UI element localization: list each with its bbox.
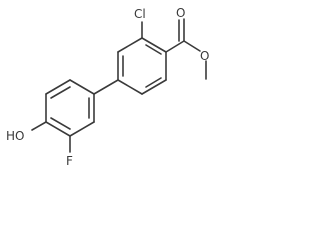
chlorine-label: Cl bbox=[134, 7, 146, 21]
bond bbox=[45, 79, 71, 95]
fluorine-label: F bbox=[66, 154, 73, 168]
chemical-structure-diagram: Cl O O HO F bbox=[6, 6, 209, 168]
ring-carbonyl-bond bbox=[165, 40, 185, 53]
bond bbox=[117, 79, 143, 95]
bond bbox=[45, 121, 71, 137]
bond bbox=[141, 37, 167, 53]
bond bbox=[141, 79, 167, 95]
ester-oxygen-label: O bbox=[200, 49, 209, 63]
aromatic-double-bond bbox=[145, 44, 162, 55]
bond bbox=[69, 79, 95, 95]
bond bbox=[69, 121, 95, 137]
bond bbox=[117, 37, 143, 53]
hydroxyl-label: HO bbox=[6, 129, 24, 143]
methyl-ester-group bbox=[165, 18, 207, 80]
benzoate-ring bbox=[117, 37, 167, 95]
ester-c-o-bond bbox=[183, 40, 201, 52]
fluorophenol-ring bbox=[45, 79, 95, 137]
aromatic-double-bond bbox=[145, 77, 162, 88]
biaryl-bond bbox=[93, 79, 119, 95]
c-oh-bond bbox=[31, 121, 47, 131]
carbonyl-oxygen-label: O bbox=[176, 6, 185, 20]
aromatic-double-bond bbox=[50, 86, 71, 99]
aromatic-double-bond bbox=[50, 117, 71, 130]
